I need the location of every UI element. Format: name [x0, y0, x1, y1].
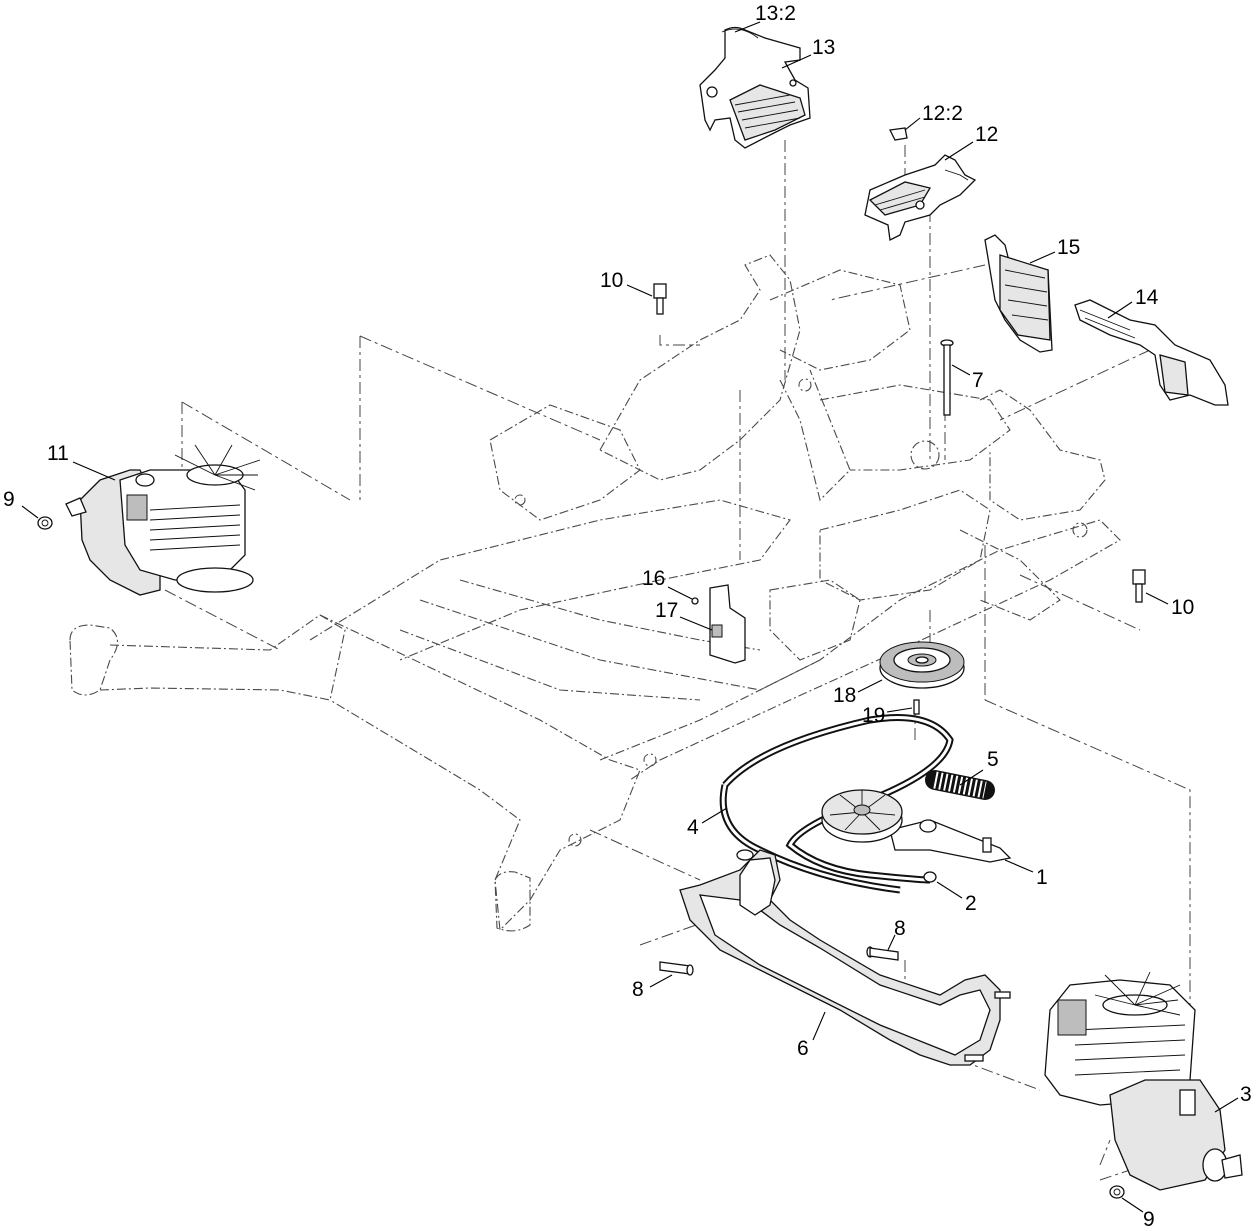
- leader-lines: [21, 21, 1239, 1213]
- callout-4: 4: [687, 816, 699, 839]
- callout-13-2: 13:2: [755, 2, 796, 25]
- part-6-bracket: [679, 849, 1011, 1066]
- key-19: [913, 699, 920, 715]
- callout-12: 12: [975, 123, 998, 146]
- callout-10-upper: 10: [600, 269, 623, 292]
- callout-1: 1: [1036, 866, 1048, 889]
- callout-labels: 13:2 13 12:2 12 15 14 10 7 11 9 16 17 10…: [3, 2, 1252, 1231]
- callout-12-2: 12:2: [922, 102, 963, 125]
- part-3-transaxle-right: [1044, 971, 1243, 1191]
- part-15-shield: [984, 234, 1053, 353]
- callout-17: 17: [655, 599, 678, 622]
- bolt-7: [940, 339, 954, 416]
- part-1-idler-arm: [821, 789, 1012, 863]
- callout-5: 5: [987, 748, 999, 771]
- callout-13: 13: [812, 36, 835, 59]
- pin-8-left: [659, 961, 694, 976]
- part-11-transaxle-left: [65, 444, 261, 596]
- part-17-plate: [709, 584, 746, 664]
- part-12-shield: [864, 127, 977, 241]
- callout-10-lower: 10: [1171, 596, 1194, 619]
- bolt-10-lower: [1132, 569, 1146, 603]
- callout-15: 15: [1057, 236, 1080, 259]
- pin-8-right: [866, 946, 899, 961]
- nut-9-left: [37, 516, 53, 530]
- assembly-lines: [164, 140, 1191, 1181]
- callout-16: 16: [642, 567, 665, 590]
- callout-14: 14: [1135, 286, 1159, 309]
- callout-11: 11: [47, 442, 69, 465]
- callout-19: 19: [862, 704, 885, 727]
- part-13-shield: [699, 26, 811, 149]
- chassis-frame: [69, 254, 1121, 932]
- callout-7: 7: [972, 369, 984, 392]
- callout-9-left: 9: [3, 488, 15, 511]
- screw-16: [691, 597, 699, 605]
- part-18-pulley: [879, 641, 965, 689]
- nut-9-right: [1109, 1185, 1125, 1199]
- callout-2: 2: [965, 892, 977, 915]
- callout-18: 18: [833, 684, 856, 707]
- bolt-10-upper: [653, 283, 667, 315]
- part-2-nut: [923, 871, 937, 883]
- callout-9-right: 9: [1143, 1208, 1155, 1231]
- part-14-shield: [1074, 299, 1229, 406]
- callout-3: 3: [1240, 1083, 1252, 1106]
- callout-6: 6: [797, 1037, 809, 1060]
- callout-8-right: 8: [894, 917, 906, 940]
- callout-8-left: 8: [632, 978, 644, 1001]
